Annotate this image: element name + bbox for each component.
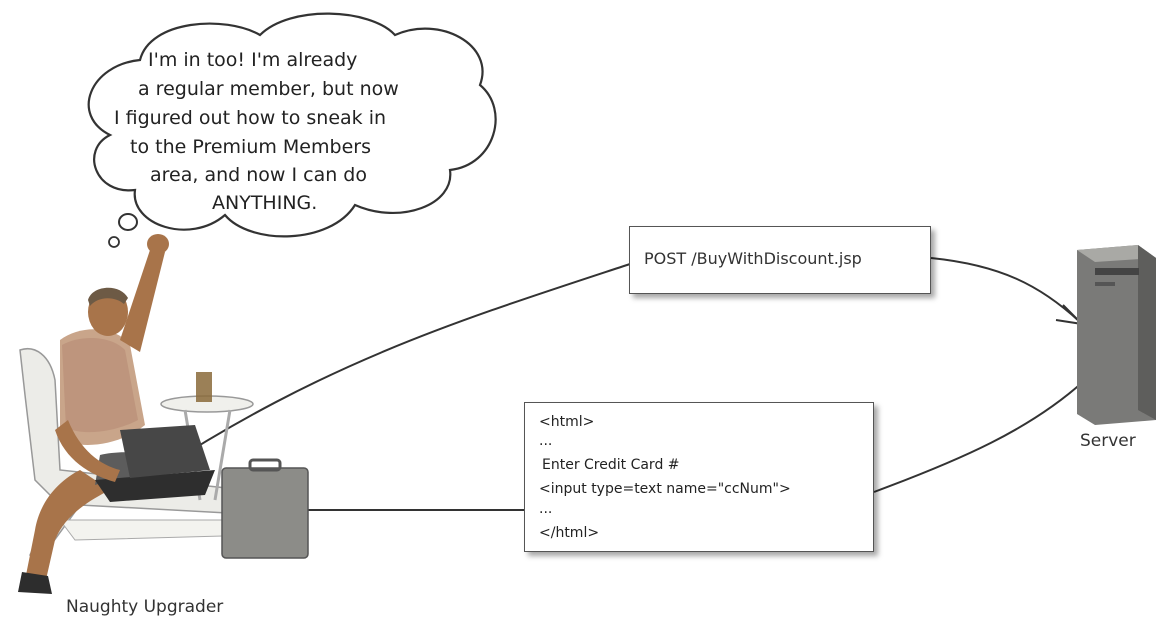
response-line-5: ...	[539, 501, 553, 517]
response-line-2: ...	[539, 433, 553, 449]
response-curve-right	[873, 379, 1086, 493]
thought-line-1: I'm in too! I'm already	[148, 49, 358, 71]
server-icon	[1077, 245, 1156, 425]
thought-line-6: ANYTHING.	[212, 192, 318, 214]
user-label: Naughty Upgrader	[66, 597, 224, 617]
request-text: POST /BuyWithDiscount.jsp	[644, 249, 862, 268]
thought-cloud	[87, 12, 497, 238]
thought-line-4: to the Premium Members	[130, 136, 371, 158]
server-label: Server	[1080, 431, 1136, 451]
thought-dot-small	[108, 236, 120, 248]
request-arrow-curve	[930, 257, 1081, 323]
thought-dot-large	[118, 213, 138, 231]
response-line-3: Enter Credit Card #	[542, 457, 680, 473]
person-illustration	[18, 234, 309, 594]
request-box: POST /BuyWithDiscount.jsp	[629, 226, 931, 294]
response-line-4: <input type=text name="ccNum">	[539, 481, 791, 497]
response-line-6: </html>	[539, 525, 600, 541]
response-line-1: <html>	[539, 414, 595, 430]
thought-line-3: I figured out how to sneak in	[114, 107, 387, 129]
response-box: <html> ... Enter Credit Card # <input ty…	[524, 402, 874, 552]
thought-line-5: area, and now I can do	[150, 164, 367, 186]
thought-line-2: a regular member, but now	[138, 78, 399, 100]
